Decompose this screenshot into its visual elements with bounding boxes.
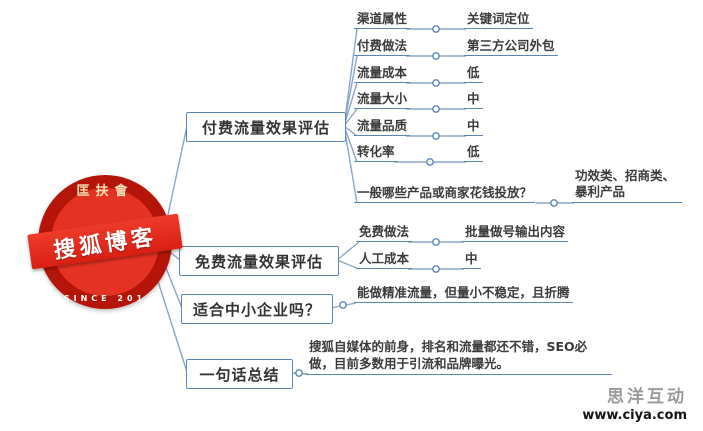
note-sme-suitability: 能做精准流量，但量小不稳定，且折腾 xyxy=(354,285,573,303)
junction-dot xyxy=(432,52,440,60)
value-traffic-cost-low: 低 xyxy=(464,65,483,83)
note-summary: 搜狐自媒体的前身，排名和流量都还不错，SEO必做，目前多数用于引流和品牌曝光。 xyxy=(306,338,612,375)
junction-dot xyxy=(432,238,440,246)
junction-dot xyxy=(432,132,440,140)
junction-dot xyxy=(295,369,303,377)
watermark: 思洋互动 www.ciya.com xyxy=(582,382,687,423)
junction-dot xyxy=(339,301,347,309)
value-traffic-size-medium: 中 xyxy=(464,91,483,109)
junction-dot xyxy=(550,199,558,207)
branch-one-sentence-summary: 一句话总结 xyxy=(186,359,293,389)
value-labor-cost-medium: 中 xyxy=(462,251,481,269)
leaf-ad-buyers-question: 一般哪些产品或商家花钱投放？ xyxy=(354,185,536,203)
junction-dot xyxy=(432,105,440,113)
junction-dot xyxy=(432,25,440,33)
leaf-free-method: 免费做法 xyxy=(356,224,413,242)
value-ad-buyers-answer: 功效类、招商类、暴利产品 xyxy=(572,168,682,203)
leaf-conversion-rate: 转化率 xyxy=(354,144,398,162)
value-batch-accounts-content: 批量做号输出内容 xyxy=(462,224,569,242)
branch-suitable-for-sme: 适合中小企业吗？ xyxy=(181,294,333,324)
leaf-paid-method: 付费做法 xyxy=(354,38,411,56)
branch-paid-traffic-evaluation: 付费流量效果评估 xyxy=(186,112,346,142)
junction-dot xyxy=(432,265,440,273)
junction-dot xyxy=(426,158,434,166)
leaf-traffic-quality: 流量品质 xyxy=(354,118,411,136)
watermark-brand: 思洋互动 xyxy=(607,387,687,407)
value-traffic-quality-medium: 中 xyxy=(464,118,483,136)
value-keyword-positioning: 关键词定位 xyxy=(464,11,533,29)
leaf-labor-cost: 人工成本 xyxy=(356,251,413,269)
leaf-channel-attribute: 渠道属性 xyxy=(354,11,411,29)
value-third-party-outsource: 第三方公司外包 xyxy=(464,38,558,56)
leaf-traffic-cost: 流量成本 xyxy=(354,65,411,83)
badge-ring-text-bottom: SINCE 201 xyxy=(63,294,147,303)
junction-dot xyxy=(432,79,440,87)
leaf-traffic-size: 流量大小 xyxy=(354,91,411,109)
watermark-url: www.ciya.com xyxy=(582,408,687,423)
branch-free-traffic-evaluation: 免费流量效果评估 xyxy=(179,246,339,276)
badge-ring-text-top: 匡扶會 xyxy=(76,184,134,199)
value-conversion-rate-low: 低 xyxy=(464,144,483,162)
central-badge: 匡扶會 搜狐博客 SINCE 201 xyxy=(27,175,183,309)
